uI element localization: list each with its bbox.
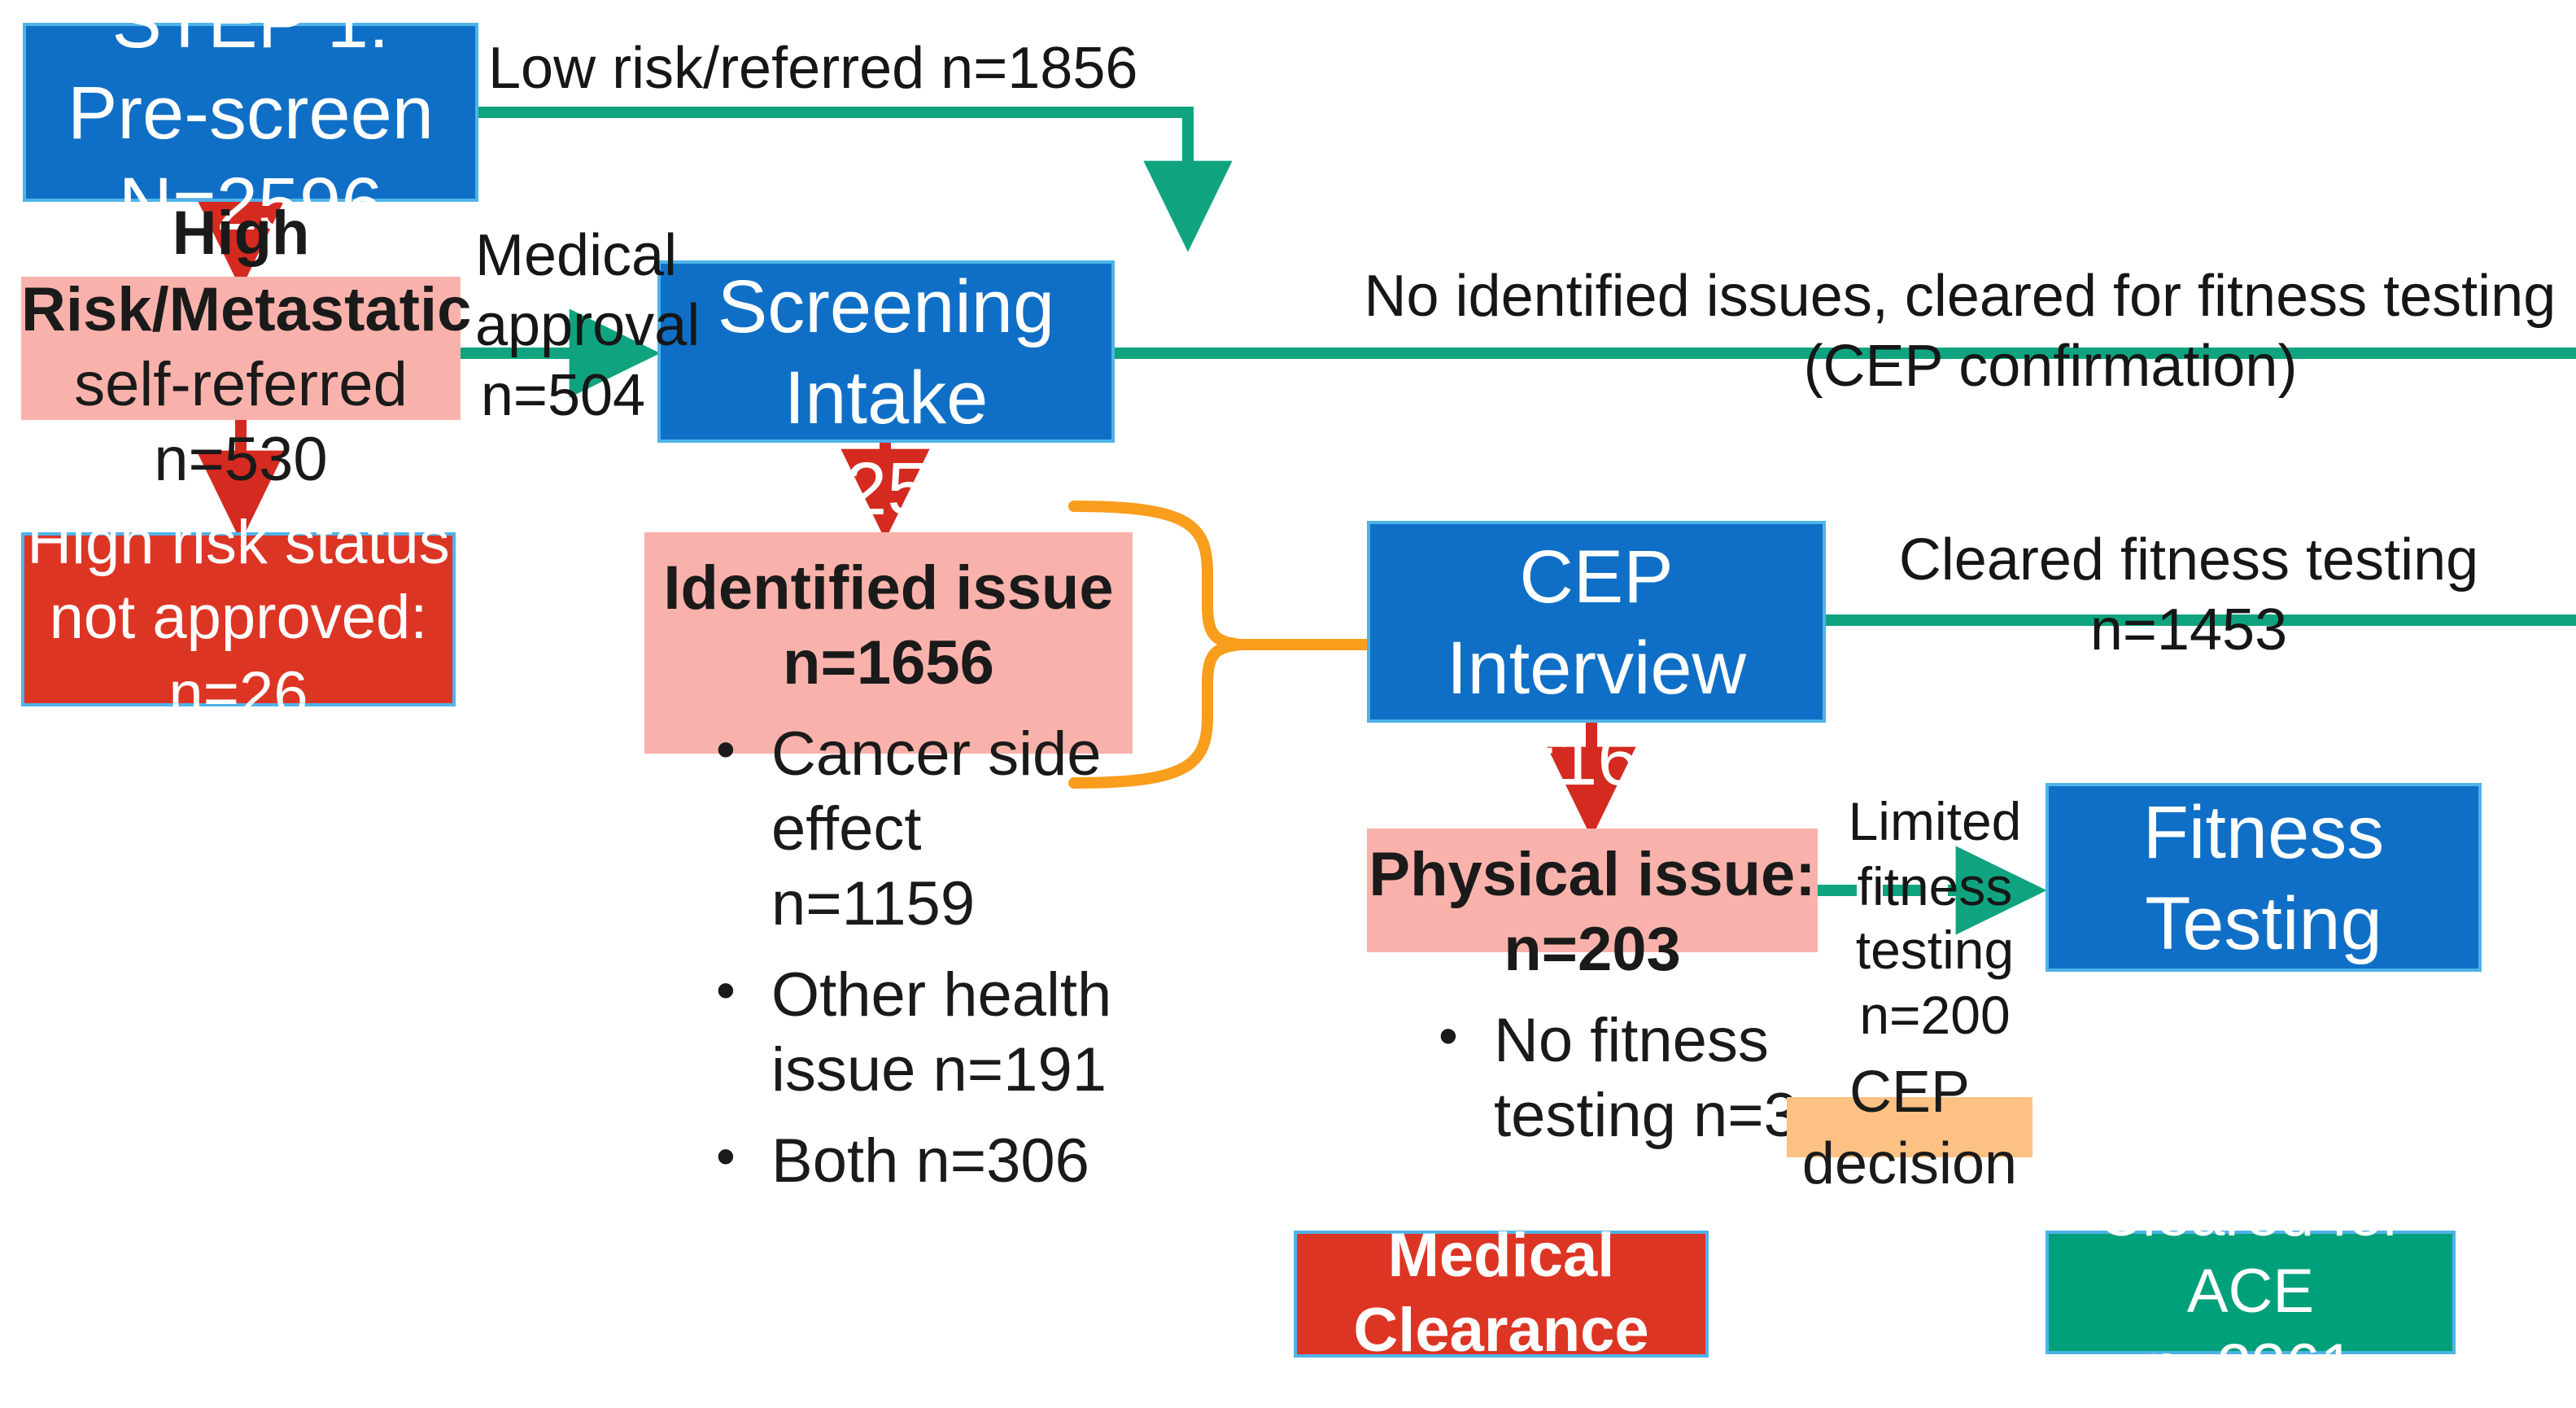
node-step4-line3: n=2567 <box>2137 972 2390 1057</box>
node-step3-line2: CEP Interview <box>1446 533 1747 710</box>
node-not-approved-line2: not approved: <box>49 584 428 654</box>
node-step1-line2: Pre-screen <box>68 69 434 155</box>
node-cleared-ace-line1: Cleared for ACE <box>2098 1182 2404 1327</box>
node-step4[interactable]: STEP 4: Fitness Testing n=2567 <box>2046 698 2482 1056</box>
node-step1-line3: N=2596 <box>118 161 383 247</box>
bullet-other-health-issue: Other health issue n=191 <box>700 959 1133 1109</box>
edge-label-cleared-fitness-testing: Cleared fitness testing n=1453 <box>1898 526 2479 663</box>
node-not-approved-line3: n=26 <box>168 660 308 729</box>
node-high-risk-line2: self-referred n=530 <box>74 352 408 496</box>
node-cep-decision-label: CEP decision <box>1801 1057 2018 1196</box>
edge-label-low-risk-referred: Low risk/referred n=1856 <box>488 34 1138 101</box>
node-step2-line3: n=2570 <box>760 446 1012 531</box>
node-physical-issue-bullets: No fitness testing n=3 <box>1367 989 1818 1154</box>
node-further-medical-line1: Further Medical <box>1387 1146 1615 1291</box>
node-identified-issue-heading: Identified issue n=1656 <box>663 555 1114 699</box>
edge-label-medical-approval: Medical approval n=504 <box>475 221 701 429</box>
node-cleared-ace-line2: n=2361 <box>2146 1333 2355 1402</box>
node-identified-issue[interactable]: Identified issue n=1656 Cancer side effe… <box>644 532 1133 1196</box>
node-high-risk-not-approved[interactable]: High risk status not approved: n=26 <box>21 509 456 728</box>
node-not-approved-line1: High risk status <box>27 509 450 578</box>
node-step2[interactable]: STEP 2: Screening Intake n=2570 <box>657 173 1115 531</box>
node-physical-issue-heading: Physical issue: n=203 <box>1369 842 1816 986</box>
node-step3[interactable]: STEP 3: CEP Interview n=1656 <box>1367 443 1826 801</box>
bullet-no-fitness-testing: No fitness testing n=3 <box>1422 1004 1818 1154</box>
node-step3-line1: STEP 3: <box>1457 442 1736 527</box>
node-high-risk-metastatic[interactable]: High Risk/Metastatic self-referred n=530 <box>21 201 471 496</box>
node-identified-issue-bullets: Cancer side effect n=1159 Other health i… <box>644 702 1133 1199</box>
node-step1[interactable]: STEP 1: Pre-screen N=2596 <box>23 0 478 246</box>
node-further-medical-clearance[interactable]: Further Medical Clearance n=209 <box>1294 1147 1709 1408</box>
node-step2-line1: STEP 2: <box>747 172 1025 257</box>
edge-label-no-identified-issues: No identified issues, cleared for fitnes… <box>1364 262 2576 400</box>
node-step4-line2: Fitness Testing <box>2142 789 2385 965</box>
node-cleared-for-ace[interactable]: Cleared for ACE n=2361 <box>2046 1183 2456 1401</box>
edge-label-limited-fitness-testing: Limited fitness testing n=200 <box>1848 791 2022 1045</box>
node-high-risk-line1: High Risk/Metastatic <box>21 200 472 345</box>
node-step4-line1: STEP 4: <box>2124 697 2403 783</box>
node-cep-decision[interactable]: CEP decision <box>1787 1057 2032 1196</box>
node-physical-issue[interactable]: Physical issue: n=203 No fitness testing… <box>1367 829 1818 1151</box>
node-step1-line1: STEP 1: <box>111 0 390 63</box>
node-step2-line2: Screening Intake <box>717 263 1055 439</box>
bullet-both: Both n=306 <box>700 1124 1133 1200</box>
node-step3-line3: n=1656 <box>1470 716 1722 802</box>
node-further-medical-line2: Clearance n=209 <box>1353 1297 1649 1408</box>
bullet-cancer-side-effect: Cancer side effect n=1159 <box>700 717 1133 943</box>
